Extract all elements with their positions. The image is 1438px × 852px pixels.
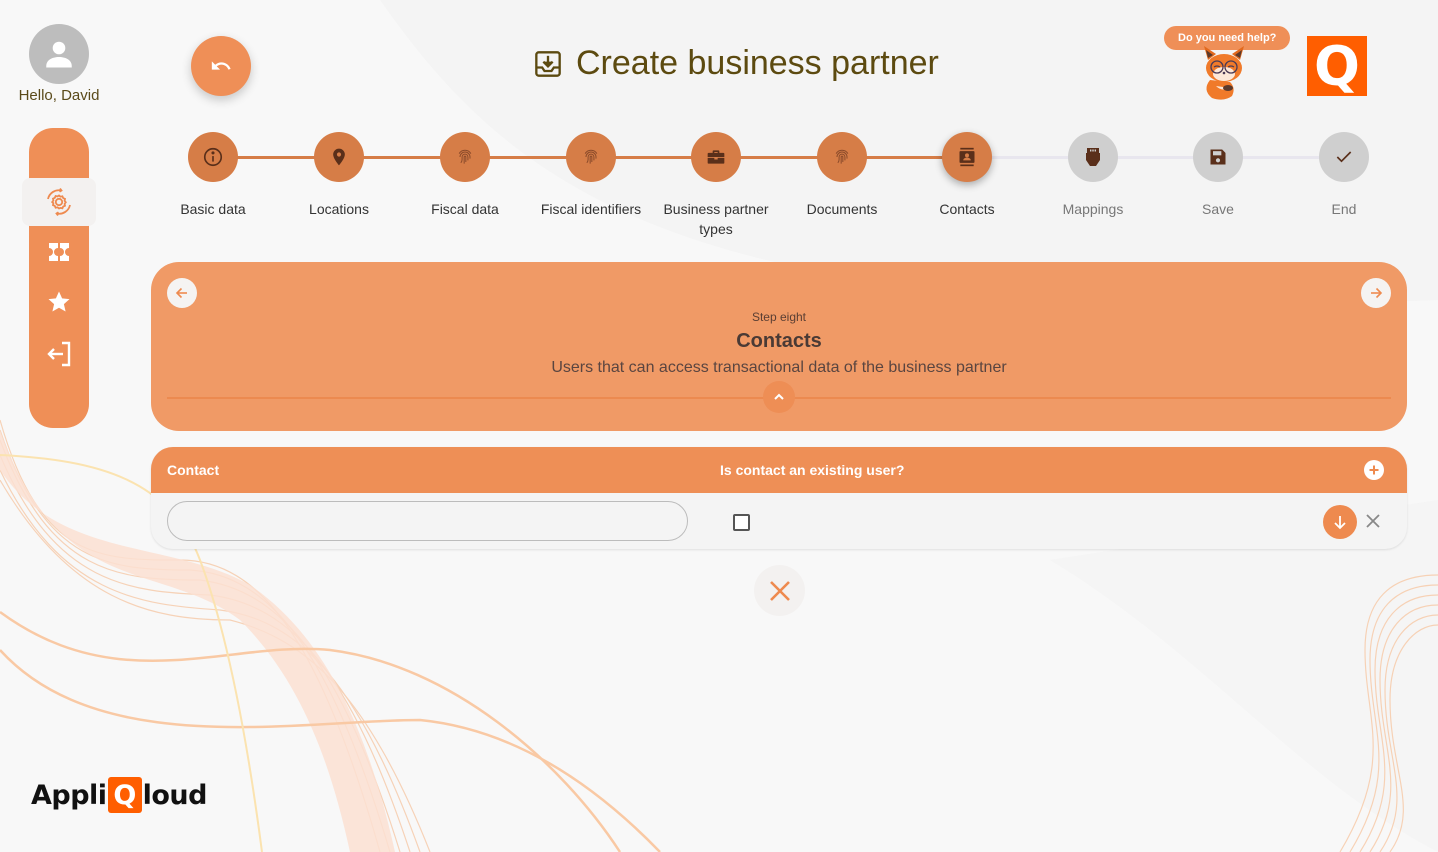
collapse-button[interactable] bbox=[763, 381, 795, 413]
step-documents[interactable]: Documents bbox=[779, 132, 905, 219]
briefcase-icon bbox=[707, 150, 725, 164]
arrow-left-icon bbox=[175, 287, 187, 299]
table-row bbox=[151, 493, 1407, 549]
gear-sync-icon bbox=[47, 187, 71, 217]
remove-row-button[interactable] bbox=[1361, 509, 1385, 533]
brand-q-mark: Q bbox=[107, 777, 142, 813]
arrow-right-icon bbox=[1371, 287, 1383, 299]
column-header-contact: Contact bbox=[167, 462, 220, 478]
logout-icon bbox=[47, 341, 71, 367]
floppy-icon bbox=[1210, 149, 1226, 165]
sidebar-item-favorites[interactable] bbox=[29, 280, 89, 324]
page-title: Create business partner bbox=[534, 44, 939, 83]
step-fiscal-identifiers[interactable]: Fiscal identifiers bbox=[528, 132, 654, 219]
table-header: Contact Is contact an existing user? bbox=[151, 447, 1407, 493]
fingerprint-icon bbox=[835, 149, 849, 164]
arrow-down-icon bbox=[1334, 516, 1346, 530]
brand-logo: Appli Q loud bbox=[31, 777, 207, 813]
close-icon bbox=[769, 580, 790, 601]
step-title: Contacts bbox=[736, 330, 822, 352]
step-contacts[interactable]: Contacts bbox=[904, 132, 1030, 219]
step-locations[interactable]: Locations bbox=[276, 132, 402, 219]
move-down-button[interactable] bbox=[1323, 505, 1357, 539]
chevron-up-icon bbox=[774, 393, 784, 400]
q-logo: Q bbox=[1307, 35, 1367, 98]
contact-input[interactable] bbox=[167, 501, 688, 541]
location-pin-icon bbox=[333, 148, 345, 166]
plus-icon bbox=[1369, 465, 1379, 475]
help-assistant[interactable]: Do you need help? bbox=[1164, 26, 1291, 100]
step-save[interactable]: Save bbox=[1155, 132, 1281, 219]
step-fiscal-data[interactable]: Fiscal data bbox=[402, 132, 528, 219]
cancel-button[interactable] bbox=[754, 565, 805, 616]
existing-user-checkbox[interactable] bbox=[733, 514, 750, 531]
user-profile: Hello, David bbox=[14, 24, 104, 104]
sidebar-item-tickets[interactable] bbox=[29, 230, 89, 274]
fingerprint-icon bbox=[458, 149, 472, 164]
step-basic-data[interactable]: Basic data bbox=[150, 132, 276, 219]
step-mappings[interactable]: Mappings bbox=[1030, 132, 1156, 219]
step-business-partner-types[interactable]: Business partner types bbox=[653, 132, 779, 239]
step-number: Step eight bbox=[751, 310, 807, 324]
stepper: Basic data Locations Fiscal data Fiscal … bbox=[150, 132, 1408, 242]
brand-prefix: Appli bbox=[31, 779, 107, 811]
column-header-existing-user: Is contact an existing user? bbox=[720, 462, 905, 478]
contacts-table: Contact Is contact an existing user? bbox=[151, 447, 1407, 549]
close-icon bbox=[1366, 514, 1380, 528]
add-contact-button[interactable] bbox=[1364, 460, 1384, 480]
avatar[interactable] bbox=[29, 24, 89, 84]
step-description: Users that can access transactional data… bbox=[551, 359, 1007, 376]
check-icon bbox=[1336, 151, 1352, 163]
info-icon bbox=[203, 147, 223, 167]
undo-icon bbox=[211, 61, 231, 70]
undo-button[interactable] bbox=[191, 36, 251, 96]
contact-book-icon bbox=[959, 147, 975, 167]
previous-step-button[interactable] bbox=[167, 278, 197, 308]
connector-icon bbox=[1086, 148, 1100, 166]
sidebar-item-logout[interactable] bbox=[29, 332, 89, 376]
step-end[interactable]: End bbox=[1281, 132, 1407, 219]
sidebar-item-settings-sync[interactable] bbox=[22, 178, 96, 226]
star-icon bbox=[48, 291, 70, 312]
person-icon bbox=[46, 41, 72, 68]
next-step-button[interactable] bbox=[1361, 278, 1391, 308]
page-title-text: Create business partner bbox=[576, 44, 939, 82]
fingerprint-icon bbox=[584, 149, 598, 164]
sidebar bbox=[22, 128, 96, 428]
ticket-icon bbox=[49, 243, 69, 261]
brand-suffix: loud bbox=[142, 779, 208, 811]
download-box-icon bbox=[535, 50, 561, 77]
user-greeting: Hello, David bbox=[18, 87, 100, 104]
step-info-card: Step eight Contacts Users that can acces… bbox=[151, 262, 1407, 431]
fox-mascot-icon[interactable] bbox=[1194, 46, 1254, 102]
